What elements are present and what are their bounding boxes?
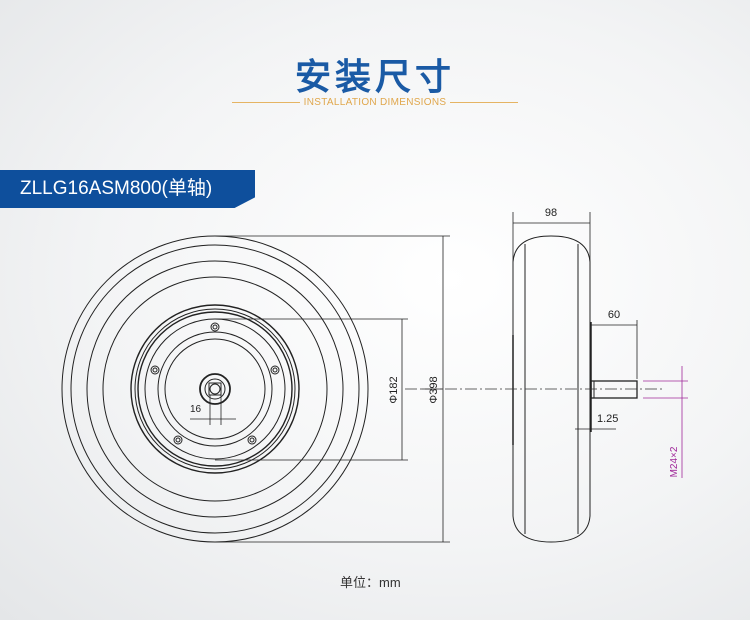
page-subtitle: INSTALLATION DIMENSIONS — [303, 97, 447, 108]
thread-label: M24×2 — [669, 446, 680, 477]
outer-diameter-label: Φ398 — [428, 376, 440, 403]
unit-label: 单位：mm — [340, 575, 401, 590]
thread-dimension — [643, 366, 688, 478]
front-dimensions — [190, 235, 450, 543]
side-dimensions — [512, 212, 638, 430]
hub-diameter-label: Φ182 — [388, 376, 400, 403]
bore-label: 16 — [190, 404, 202, 415]
shaft-length-label: 60 — [608, 309, 620, 321]
page-title: 安装尺寸 — [294, 57, 455, 98]
width-label: 98 — [545, 207, 557, 219]
divider-left — [232, 102, 300, 103]
model-banner: ZLLG16ASM800(单轴) — [0, 170, 255, 208]
bolt-holes — [150, 322, 280, 445]
front-view — [61, 235, 369, 543]
offset-label: 1.25 — [597, 413, 618, 425]
divider-right — [450, 102, 519, 103]
subtitle-row: INSTALLATION DIMENSIONS — [232, 97, 519, 108]
